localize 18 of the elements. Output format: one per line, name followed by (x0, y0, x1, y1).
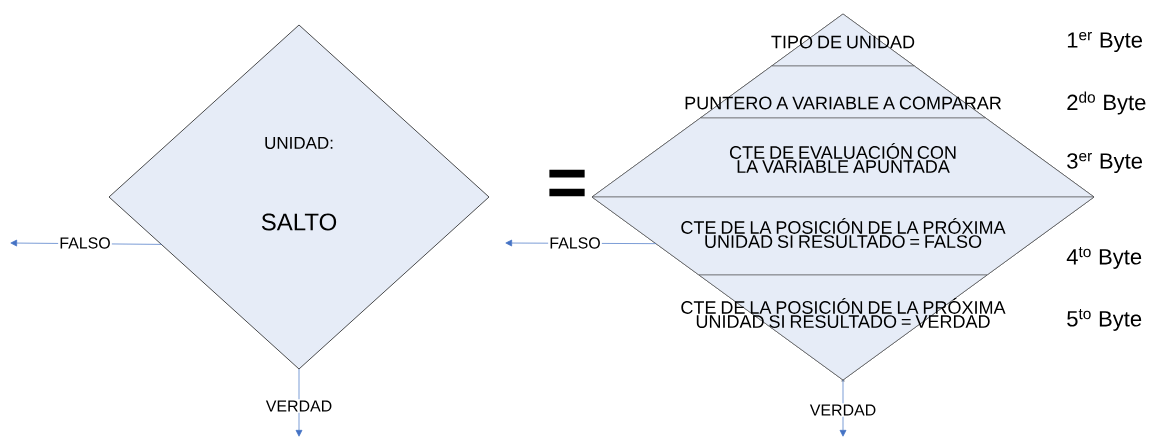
diamond-label: UNIDAD: (265, 137, 333, 149)
edge-label: FALSO (58, 236, 112, 250)
equals-sign: = (549, 169, 585, 197)
band-text: CTE DE LA POSICIÓN DE LA PRÓXIMA UNIDAD SI RESULTADO = VERDAD (681, 298, 1006, 328)
byte-label: 5$^{to}$ Byte (1067, 309, 1142, 331)
byte-label: 4$^{to}$ Byte (1066, 247, 1142, 269)
edge-label: VERDAD (264, 399, 334, 413)
edge-label: FALSO (548, 236, 602, 250)
diamond-title: SALTO (261, 213, 337, 231)
byte-label: 1$^{er}$ Byte (1067, 31, 1142, 53)
byte-label: 2$^{do}$ Byte (1067, 91, 1146, 115)
band-text: CTE DE LA POSICIÓN DE LA PRÓXIMA UNIDAD SI RESULTADO = FALSO (681, 218, 1006, 248)
band-text: CTE DE EVALUACIÓN CON LA VARIABLE APUNTADA (729, 143, 956, 173)
edge-label: VERDAD (808, 403, 878, 417)
band-text: PUNTERO A VARIABLE A COMPARAR (685, 96, 1002, 110)
band (771, 13, 915, 67)
band-text: TIPO DE UNIDAD (771, 35, 915, 49)
byte-label: 3$^{er}$ Byte (1067, 152, 1142, 174)
